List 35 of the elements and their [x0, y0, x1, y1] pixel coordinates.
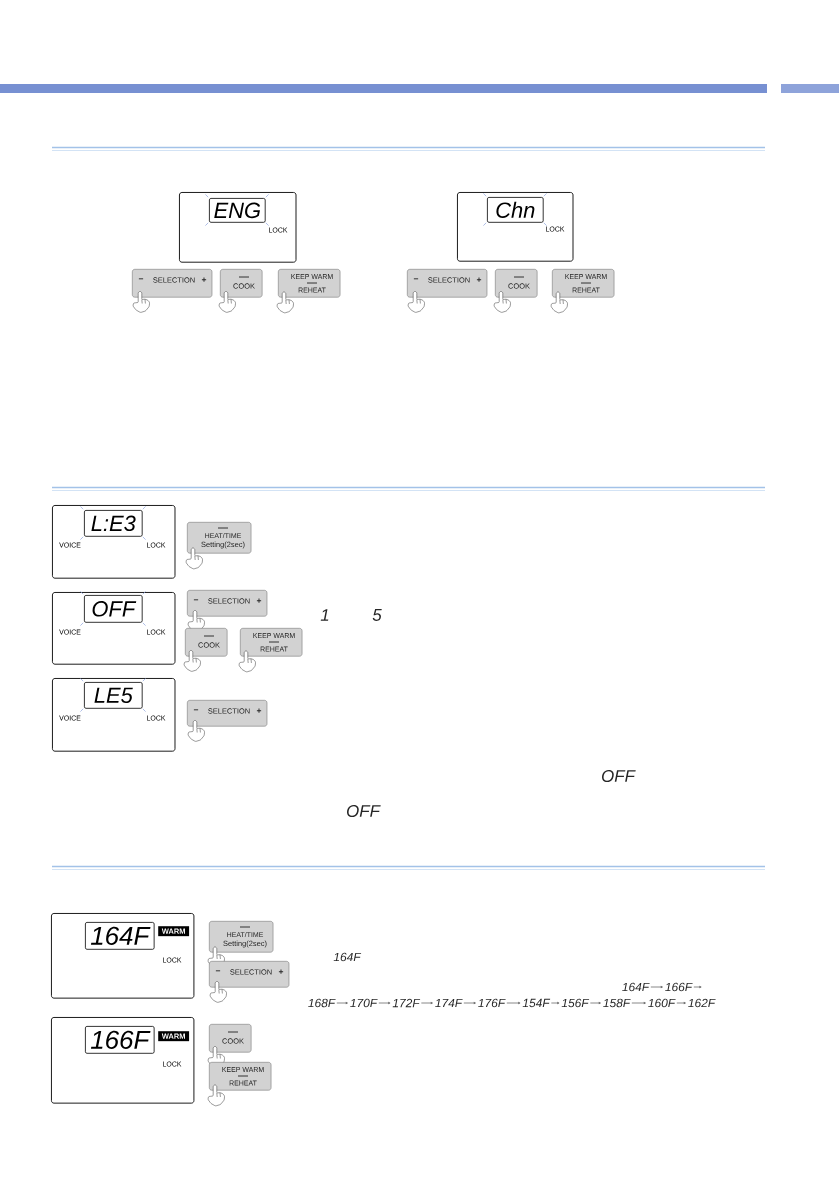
arrow: [650, 985, 663, 989]
digit-text: OFF: [347, 805, 381, 817]
arrow: [420, 1001, 433, 1005]
temperature-value: 156F: [561, 998, 590, 1008]
arrow: [550, 1001, 560, 1005]
arrow: [506, 1001, 521, 1005]
digit-text: 164F: [333, 952, 362, 962]
digit-readout: L:E3: [84, 510, 143, 537]
arrow: [378, 1001, 391, 1005]
temperature-value: 162F: [688, 998, 716, 1008]
arrow: [463, 1001, 476, 1005]
temperature-value: 160F: [648, 998, 676, 1008]
temperature-value: 172F: [392, 998, 421, 1008]
digit-readout: OFF: [84, 595, 143, 623]
digit-readout: ENG: [209, 198, 266, 223]
digit-readout: 166F: [85, 1026, 155, 1054]
digit-readout: Chn: [487, 197, 544, 223]
arrow: [631, 1001, 646, 1005]
digit-readout: 164F: [85, 922, 155, 950]
digit-text: OFF: [602, 770, 636, 782]
temperature-value: 154F: [522, 998, 551, 1008]
temperature-value: 164F: [622, 982, 650, 992]
temperature-value: 168F: [308, 998, 336, 1008]
temperature-value: 174F: [435, 998, 463, 1008]
arrow: [589, 1001, 601, 1005]
temperature-value: 170F: [350, 998, 378, 1008]
digit-readout: LE5: [84, 682, 143, 709]
arrow: [676, 1001, 686, 1005]
temperature-value: 158F: [603, 998, 631, 1008]
arrow: [336, 1001, 348, 1005]
digit-text: 5: [372, 609, 382, 621]
temperature-value: 176F: [478, 998, 506, 1008]
temperature-value: 166F: [665, 982, 693, 992]
digit-text: 1: [320, 609, 329, 621]
arrow: [693, 985, 702, 989]
